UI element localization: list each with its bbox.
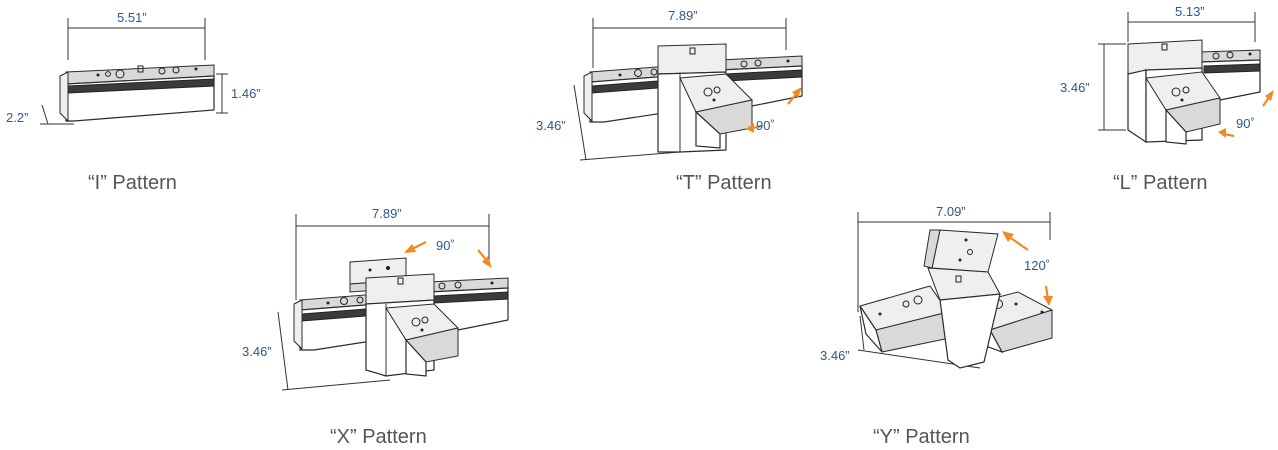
l-pattern-caption: “L” Pattern — [1113, 172, 1208, 194]
i-width-label: 5.51” — [117, 10, 147, 25]
y-pattern-drawing — [857, 212, 1054, 369]
t-width-label: 7.89” — [668, 8, 698, 23]
t-pattern-caption: “T” Pattern — [676, 172, 772, 194]
l-angle-label: 90˚ — [1236, 116, 1255, 131]
t-height-label: 3.46” — [536, 118, 566, 133]
l-width-label: 5.13” — [1175, 4, 1205, 19]
l-height-label: 3.46” — [1060, 80, 1090, 95]
l-pattern-figure: 5.13” 3.46” 90˚ — [1060, 0, 1278, 200]
x-width-label: 7.89” — [372, 206, 402, 221]
i-height-label: 1.46” — [231, 86, 261, 101]
y-angle-label: 120˚ — [1024, 258, 1051, 273]
i-pattern-drawing — [40, 18, 228, 125]
t-pattern-figure: 7.89” 3.46” 90˚ — [520, 0, 840, 200]
t-angle-label: 90˚ — [756, 118, 775, 133]
x-pattern-caption: “X” Pattern — [330, 426, 427, 448]
y-pattern-caption: “Y” Pattern — [873, 426, 970, 448]
y-width-label: 7.09” — [936, 204, 966, 219]
t-pattern-drawing — [573, 18, 803, 161]
y-height-label: 3.46” — [820, 348, 850, 363]
x-pattern-drawing — [277, 214, 509, 391]
i-pattern-figure: 5.51” 1.46” 2.2” — [0, 0, 280, 200]
l-pattern-drawing — [1098, 12, 1274, 145]
i-pattern-caption: “I” Pattern — [88, 172, 177, 194]
i-depth-label: 2.2” — [6, 110, 29, 125]
x-height-label: 3.46” — [242, 344, 272, 359]
x-pattern-figure: 7.89” 3.46” 90˚ — [230, 200, 530, 410]
y-pattern-figure: 7.09” 3.46” 120˚ — [820, 200, 1080, 410]
x-angle-label: 90˚ — [436, 238, 455, 253]
